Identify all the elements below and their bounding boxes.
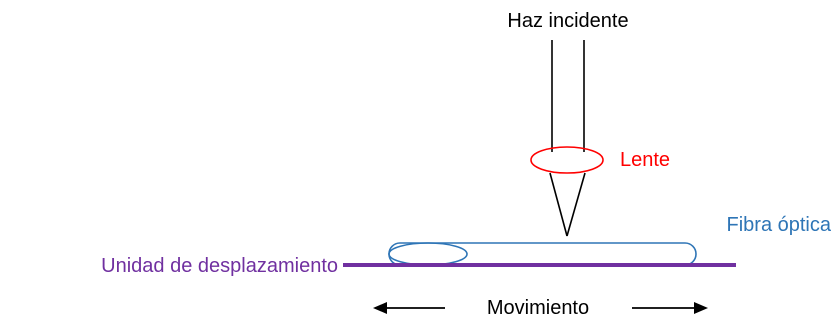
focused-beam xyxy=(549,172,586,237)
movement-arrow-right xyxy=(632,302,708,314)
incident-beam xyxy=(551,40,585,152)
focused-beam-left xyxy=(549,172,568,237)
translation-stage-label: Unidad de desplazamiento xyxy=(101,255,338,277)
lens-label: Lente xyxy=(620,149,670,171)
right-arrowhead xyxy=(694,302,708,314)
incident-beam-label: Haz incidente xyxy=(507,10,628,32)
focused-beam-right xyxy=(566,172,586,237)
fiber-body xyxy=(388,242,697,266)
fiber-end xyxy=(388,242,468,266)
lens-shape xyxy=(530,146,604,174)
left-arrowhead xyxy=(373,302,387,314)
movement-label: Movimiento xyxy=(487,297,589,319)
optical-fiber-label: Fibra óptica xyxy=(727,214,832,236)
movement-arrow-left xyxy=(373,302,445,314)
optical-fiber xyxy=(388,242,697,266)
